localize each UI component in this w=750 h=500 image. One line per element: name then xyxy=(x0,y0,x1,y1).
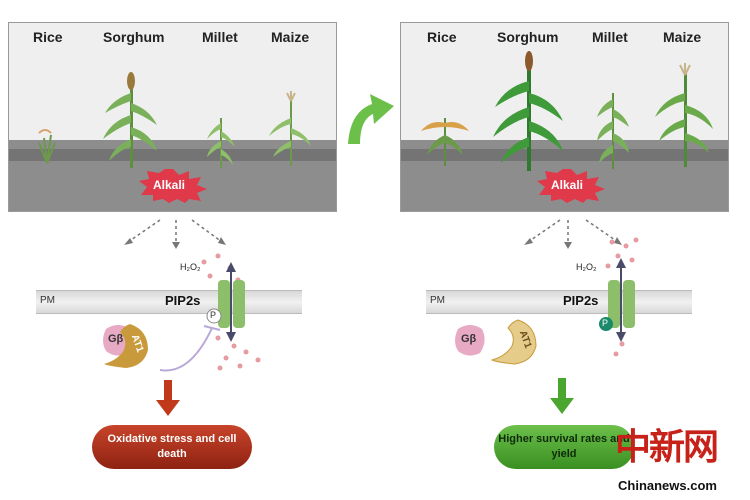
alkali-burst-icon xyxy=(139,169,207,203)
soil-surface xyxy=(401,149,728,161)
at1-protein-icon xyxy=(490,319,537,365)
improvement-arrow-icon xyxy=(348,94,394,144)
crop-illustrations xyxy=(421,51,713,171)
crop-label-sorghum: Sorghum xyxy=(103,29,165,45)
crop-label-maize: Maize xyxy=(271,29,310,45)
sorghum-plant-icon xyxy=(103,72,157,168)
rice-plant-icon xyxy=(421,118,469,166)
phospho-label: P xyxy=(602,318,609,328)
h2o2-label: H₂O₂ xyxy=(180,262,201,272)
down-arrow-red-icon xyxy=(156,380,180,416)
g-beta-icon xyxy=(455,325,485,356)
crop-illustrations xyxy=(38,72,311,168)
crop-label-millet: Millet xyxy=(202,29,238,45)
alkali-label: Alkali xyxy=(551,178,584,192)
left-field-panel: Rice Sorghum Millet Maize xyxy=(8,22,337,212)
soil-surface xyxy=(9,149,336,161)
signal-arrows-right xyxy=(524,219,622,249)
crop-label-millet: Millet xyxy=(592,29,628,45)
alkali-label: Alkali xyxy=(153,178,186,192)
outcome-higher-survival: Higher survival rates and yield xyxy=(494,425,634,469)
h2o2-label: H₂O₂ xyxy=(576,262,597,272)
rice-plant-icon xyxy=(38,129,56,164)
crop-label-maize: Maize xyxy=(663,29,702,45)
right-field-panel: Rice Sorghum Millet Maize xyxy=(400,22,729,212)
pm-label: PM xyxy=(430,295,445,306)
crop-label-rice: Rice xyxy=(427,29,457,45)
plasma-membrane xyxy=(426,290,692,314)
h2o2-molecules xyxy=(201,253,261,371)
plasma-membrane xyxy=(36,290,302,314)
h2o2-molecules xyxy=(605,237,639,357)
millet-plant-icon xyxy=(597,93,629,169)
down-arrow-green-icon xyxy=(550,378,574,414)
crop-label-rice: Rice xyxy=(33,29,63,45)
phospho-label: P xyxy=(210,310,217,320)
g-beta-label: Gβ xyxy=(108,333,124,345)
maize-plant-icon xyxy=(269,91,311,166)
millet-plant-icon xyxy=(207,118,235,168)
pip2s-channel-right xyxy=(599,237,639,357)
sorghum-plant-icon xyxy=(493,51,563,171)
chinanews-site-label: Chinanews.com xyxy=(618,478,717,493)
chinanews-watermark: 中新网 xyxy=(615,426,719,468)
g-beta-label: Gβ xyxy=(461,333,477,345)
maize-plant-icon xyxy=(655,63,713,167)
pip2s-label: PIP2s xyxy=(165,293,201,308)
signal-arrows-left xyxy=(124,219,226,249)
alkali-burst-icon xyxy=(537,169,605,203)
pip2s-label: PIP2s xyxy=(563,293,599,308)
pm-label: PM xyxy=(40,295,55,306)
at1-protein-icon xyxy=(104,324,148,368)
pip2s-channel-left xyxy=(159,253,261,372)
outcome-oxidative-stress: Oxidative stress and cell death xyxy=(92,425,252,469)
crop-label-sorghum: Sorghum xyxy=(497,29,559,45)
